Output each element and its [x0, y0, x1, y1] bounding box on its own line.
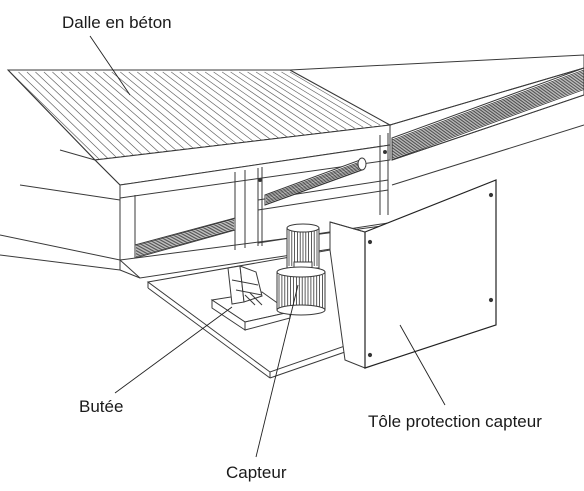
- hatch-line: [265, 163, 361, 198]
- label-sensor-plate: Tôle protection capteur: [368, 412, 542, 431]
- hatch-line: [391, 83, 584, 154]
- hatch-line: [391, 86, 584, 157]
- label-sensor: Capteur: [226, 463, 287, 482]
- hatch-line: [187, 71, 279, 139]
- hatch-line: [391, 71, 584, 142]
- hatch-line: [391, 78, 584, 150]
- hatch-line: [9, 71, 101, 161]
- hatch-line: [103, 71, 194, 149]
- label-slab: Dalle en béton: [62, 13, 172, 32]
- hatch-line: [18, 71, 109, 160]
- hatch-line: [391, 84, 584, 156]
- lower-rod: [134, 217, 236, 259]
- label-stop: Butée: [79, 397, 124, 416]
- hatch-line: [135, 221, 235, 250]
- hatch-line: [145, 71, 236, 144]
- hatch-line: [77, 71, 169, 152]
- hatch-line: [204, 71, 296, 136]
- hatch-line: [137, 71, 228, 145]
- hatch-line: [213, 71, 304, 135]
- hatch-line: [26, 71, 118, 159]
- hatch-line: [255, 71, 347, 130]
- hatch-line: [35, 71, 126, 158]
- hatch-line: [230, 71, 321, 133]
- hatch-line: [52, 71, 143, 155]
- hatch-line: [135, 218, 235, 247]
- hatch-line: [135, 220, 235, 248]
- hatch-line: [135, 223, 235, 251]
- leader-slab: [89, 35, 131, 96]
- middle-rod: [264, 157, 367, 206]
- hatch-line: [265, 167, 361, 202]
- hatch-line: [289, 71, 381, 126]
- sensor: [276, 223, 326, 316]
- hatch-line: [391, 69, 584, 141]
- hatch-line: [179, 71, 270, 140]
- hatch-line: [391, 81, 584, 153]
- leader-stop: [114, 306, 233, 394]
- hatch-line: [69, 71, 160, 153]
- hatch-line: [162, 71, 253, 142]
- hatch-line: [281, 71, 372, 127]
- hatch-line: [135, 226, 235, 254]
- hatch-line: [171, 71, 262, 141]
- hatch-line: [264, 71, 355, 129]
- hatch-line: [265, 161, 361, 197]
- hatch-line: [265, 164, 361, 200]
- leader-plate: [399, 324, 446, 406]
- hatch-line: [391, 87, 584, 159]
- leader-sensor: [255, 284, 299, 458]
- hatch-line: [391, 80, 584, 151]
- hatch-line: [391, 77, 584, 148]
- hatch-line: [221, 71, 313, 134]
- hatch-line: [86, 71, 177, 151]
- hatch-line: [128, 71, 220, 146]
- hatch-line: [120, 71, 211, 147]
- hatch-line: [60, 71, 152, 154]
- hatch-line: [111, 71, 203, 148]
- hatch-line: [265, 168, 361, 204]
- hatch-line: [391, 75, 584, 147]
- hatch-line: [391, 72, 584, 144]
- stop-block: [210, 265, 292, 331]
- hatch-line: [272, 71, 364, 128]
- hatch-line: [247, 71, 338, 131]
- hatch-line: [135, 227, 235, 256]
- leader-lines: [89, 35, 446, 458]
- hatch-line: [265, 165, 361, 201]
- hatch-line: [265, 170, 361, 205]
- hatch-line: [391, 89, 584, 160]
- hatch-line: [135, 224, 235, 253]
- hatch-line: [43, 71, 135, 157]
- upper-rail: [288, 54, 584, 186]
- hatch-line: [391, 74, 584, 145]
- hatch-line: [135, 229, 235, 257]
- hatch-line: [196, 71, 287, 137]
- hatch-line: [94, 71, 186, 150]
- hatch-line: [238, 71, 330, 132]
- sensor-protection-plate: [329, 179, 497, 369]
- hatch-line: [154, 71, 245, 143]
